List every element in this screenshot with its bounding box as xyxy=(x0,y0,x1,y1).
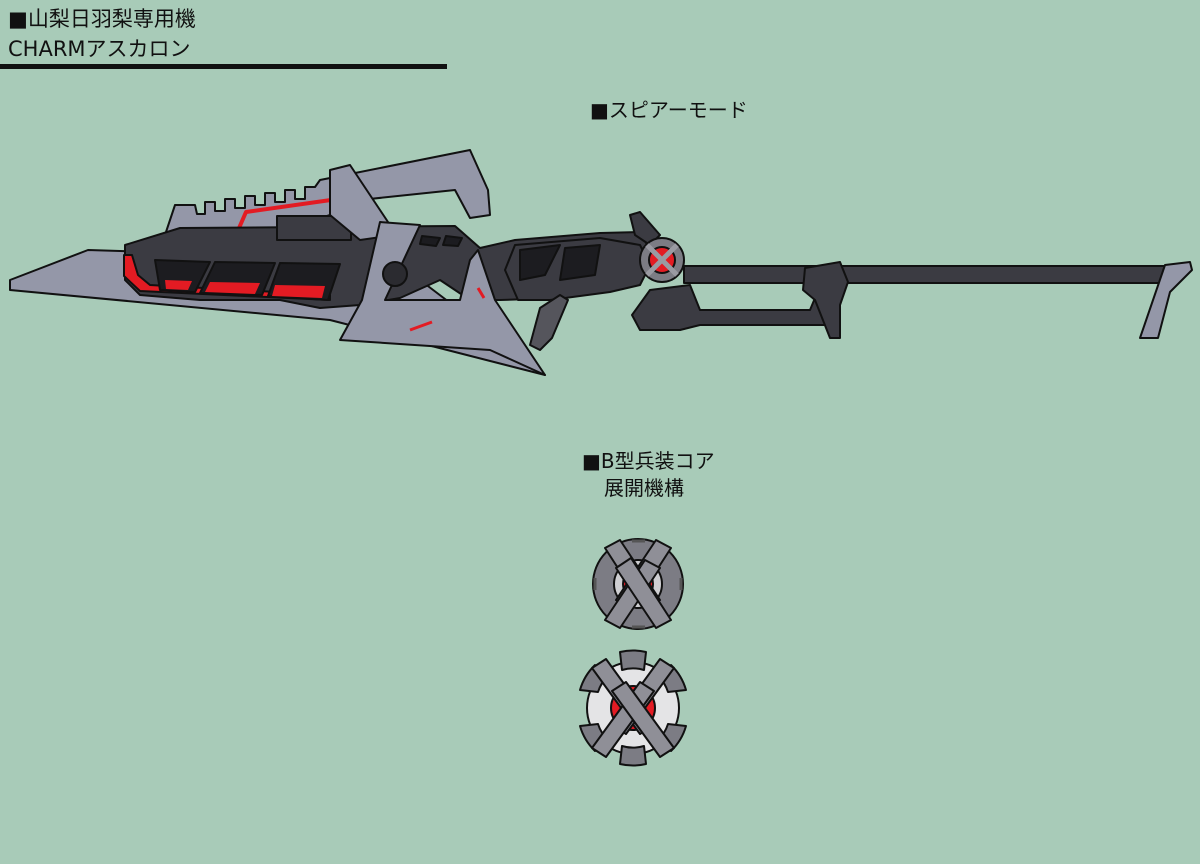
lower-rail xyxy=(631,284,831,331)
spear-weapon-drawing xyxy=(9,149,1193,376)
pivot-joint xyxy=(382,261,408,287)
spear-core xyxy=(639,237,685,283)
shaft-clamp xyxy=(802,261,849,339)
spear-shaft xyxy=(683,265,1169,284)
bipod xyxy=(529,294,569,351)
title-model: CHARMアスカロン xyxy=(8,37,191,61)
core-closed xyxy=(592,538,684,630)
core-sub-label: 展開機構 xyxy=(604,476,684,500)
core-label: ■B型兵装コア xyxy=(582,449,715,473)
title-block: ■山梨日羽梨専用機 CHARMアスカロン xyxy=(8,4,196,64)
core-expanded xyxy=(579,649,687,767)
lower-fin xyxy=(339,221,546,376)
tail-hook xyxy=(1139,261,1193,339)
title-name: ■山梨日羽梨専用機 xyxy=(8,7,196,31)
spear-mode-label: ■スピアーモード xyxy=(590,98,748,122)
title-underline xyxy=(0,64,447,69)
